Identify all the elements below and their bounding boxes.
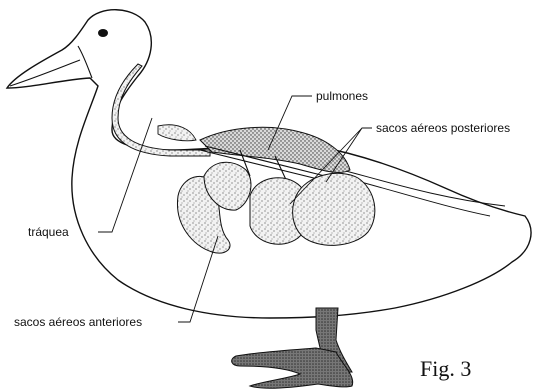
duck-foot (232, 348, 353, 388)
figure-label: Fig. 3 (420, 356, 471, 381)
label-sacos-aereos-posteriores: sacos aéreos posteriores (376, 121, 510, 135)
duck-eye (98, 29, 108, 37)
anterior-air-sac-3 (158, 125, 196, 141)
trachea-tube (112, 64, 210, 156)
label-traquea: tráquea (28, 225, 69, 239)
posterior-air-sac-2 (293, 173, 375, 245)
label-sacos-aereos-anteriores: sacos aéreos anteriores (14, 315, 142, 329)
label-pulmones: pulmones (316, 89, 368, 103)
duck-body-outline (7, 10, 531, 318)
